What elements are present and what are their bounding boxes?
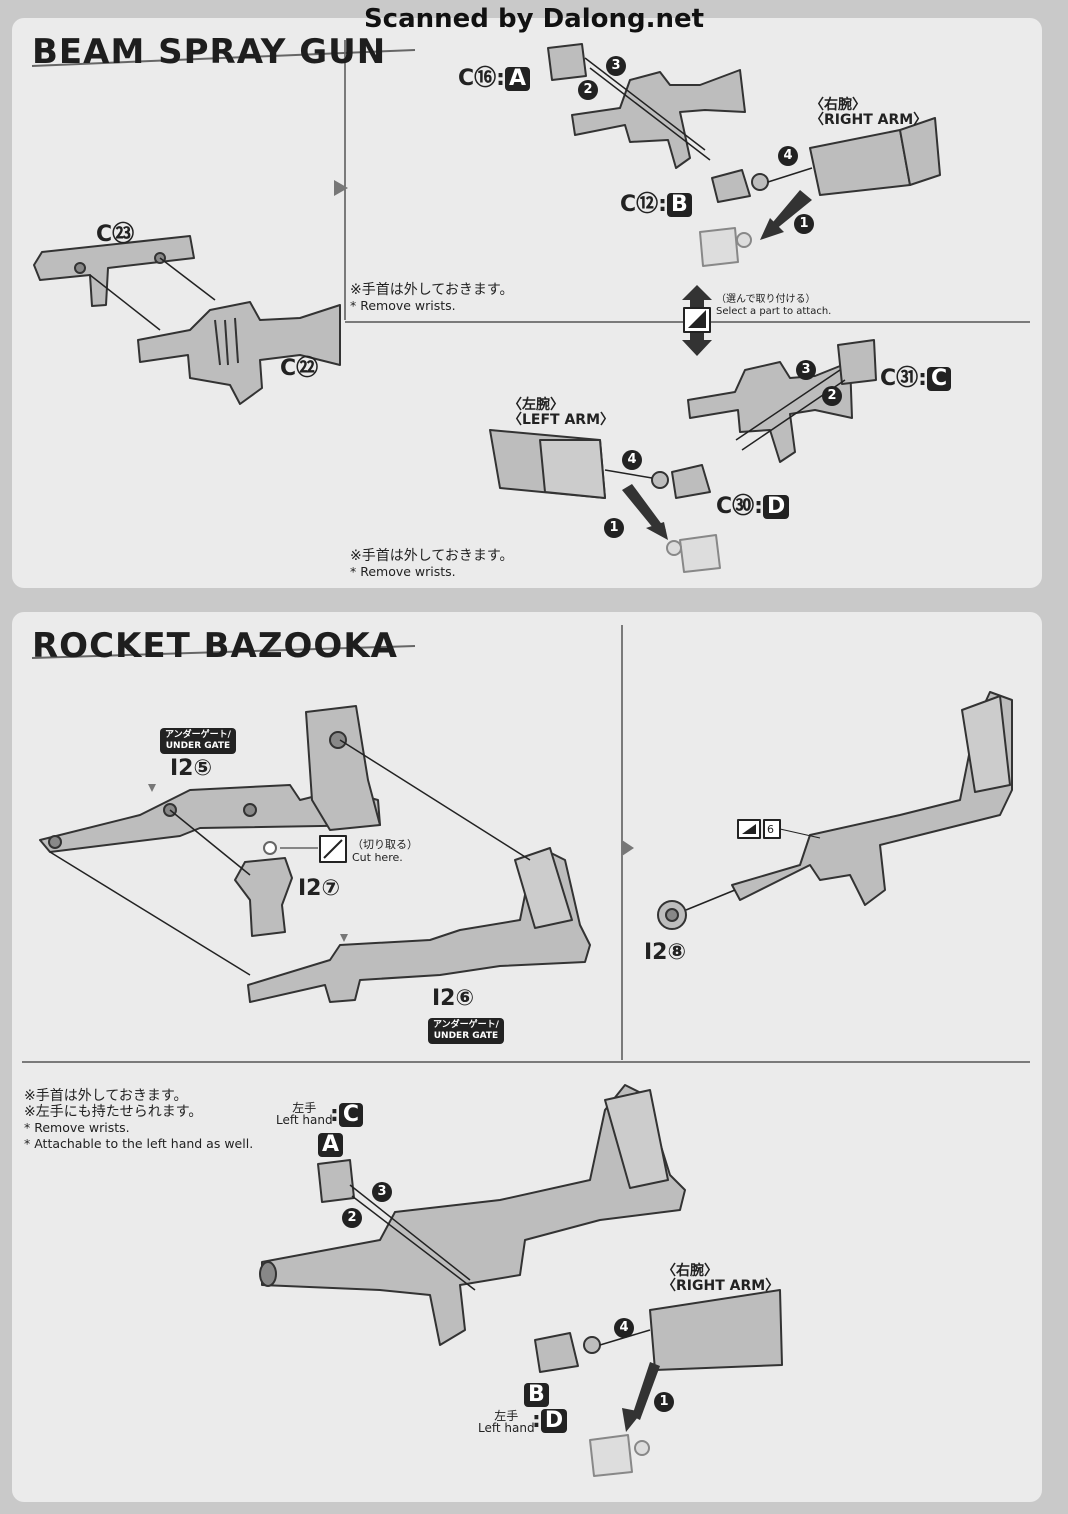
part-i27 bbox=[234, 841, 293, 937]
section-title-beam-spray-gun: BEAM SPRAY GUN bbox=[32, 32, 387, 72]
part-label-c30-d: C㉚:D bbox=[716, 488, 790, 520]
step-4-top: 4 bbox=[778, 146, 798, 166]
step-2-bazooka: 2 bbox=[342, 1208, 362, 1228]
part-c22-gun-body bbox=[137, 301, 341, 405]
remove-wrists-note-bottom: ※手首は外しておきます。* Remove wrists. bbox=[350, 548, 514, 579]
step-3-bazooka: 3 bbox=[372, 1182, 392, 1202]
select-part-label: （選んで取り付ける）Select a part to attach. bbox=[716, 294, 832, 317]
section-title-rocket-bazooka: ROCKET BAZOOKA bbox=[32, 626, 398, 666]
rocket-notes: ※手首は外しておきます。 ※左手にも持たせられます。 * Remove wris… bbox=[24, 1088, 254, 1151]
bottom-bazooka bbox=[259, 1084, 783, 1477]
beam-gun-right-arm bbox=[547, 43, 941, 267]
step-4-bazooka: 4 bbox=[614, 1318, 634, 1338]
assembled-bazooka bbox=[657, 691, 1013, 930]
remove-wrists-note-top: ※手首は外しておきます。* Remove wrists. bbox=[350, 282, 514, 313]
part-label-i28: I2⑧ bbox=[644, 940, 687, 965]
beam-spray-gun-panel bbox=[12, 18, 1042, 588]
part-label-c31-c: C㉛:C bbox=[880, 360, 952, 392]
part-label-c23: C㉓ bbox=[96, 222, 135, 247]
part-label-i27: I2⑦ bbox=[298, 876, 341, 901]
part-label-i26: I2⑥ bbox=[432, 986, 475, 1011]
part-label-d-left: :D bbox=[532, 1408, 568, 1433]
right-arm-label-bazooka: 〈右腕〉〈RIGHT ARM〉 bbox=[662, 1263, 780, 1294]
part-i25 bbox=[39, 705, 381, 853]
left-arm-label: 〈左腕〉〈LEFT ARM〉 bbox=[508, 397, 615, 428]
right-arm-label: 〈右腕〉〈RIGHT ARM〉 bbox=[810, 97, 928, 128]
under-gate-badge-i25: アンダーゲート/UNDER GATE bbox=[160, 728, 236, 754]
part-label-c22: C㉒ bbox=[280, 356, 319, 381]
part-label-c-left: :C bbox=[330, 1102, 363, 1127]
step-4-left: 4 bbox=[622, 450, 642, 470]
part-label-i25: I2⑤ bbox=[170, 756, 213, 781]
part-i26 bbox=[247, 847, 591, 1003]
cut-here-label: （切り取る）Cut here. bbox=[352, 838, 418, 864]
part-label-c12-b: C⑫:B bbox=[620, 186, 692, 218]
step-1-bazooka: 1 bbox=[654, 1392, 674, 1412]
step-2-top: 2 bbox=[578, 80, 598, 100]
rocket-bazooka-panel bbox=[12, 612, 1042, 1502]
step-2-left: 2 bbox=[822, 386, 842, 406]
step-1-top: 1 bbox=[794, 214, 814, 234]
part-c23 bbox=[33, 235, 195, 307]
part-label-b: B bbox=[524, 1382, 549, 1407]
part-label-a: A bbox=[318, 1132, 344, 1157]
beam-gun-left-arm bbox=[489, 339, 877, 573]
part-label-c16-a: C⑯:A bbox=[458, 60, 530, 92]
under-gate-badge-i26: アンダーゲート/UNDER GATE bbox=[428, 1018, 504, 1044]
step-1-left: 1 bbox=[604, 518, 624, 538]
watermark: Scanned by Dalong.net bbox=[363, 4, 705, 34]
step-3-left: 3 bbox=[796, 360, 816, 380]
step-3-top: 3 bbox=[606, 56, 626, 76]
sticker-number: 6 bbox=[767, 823, 774, 836]
